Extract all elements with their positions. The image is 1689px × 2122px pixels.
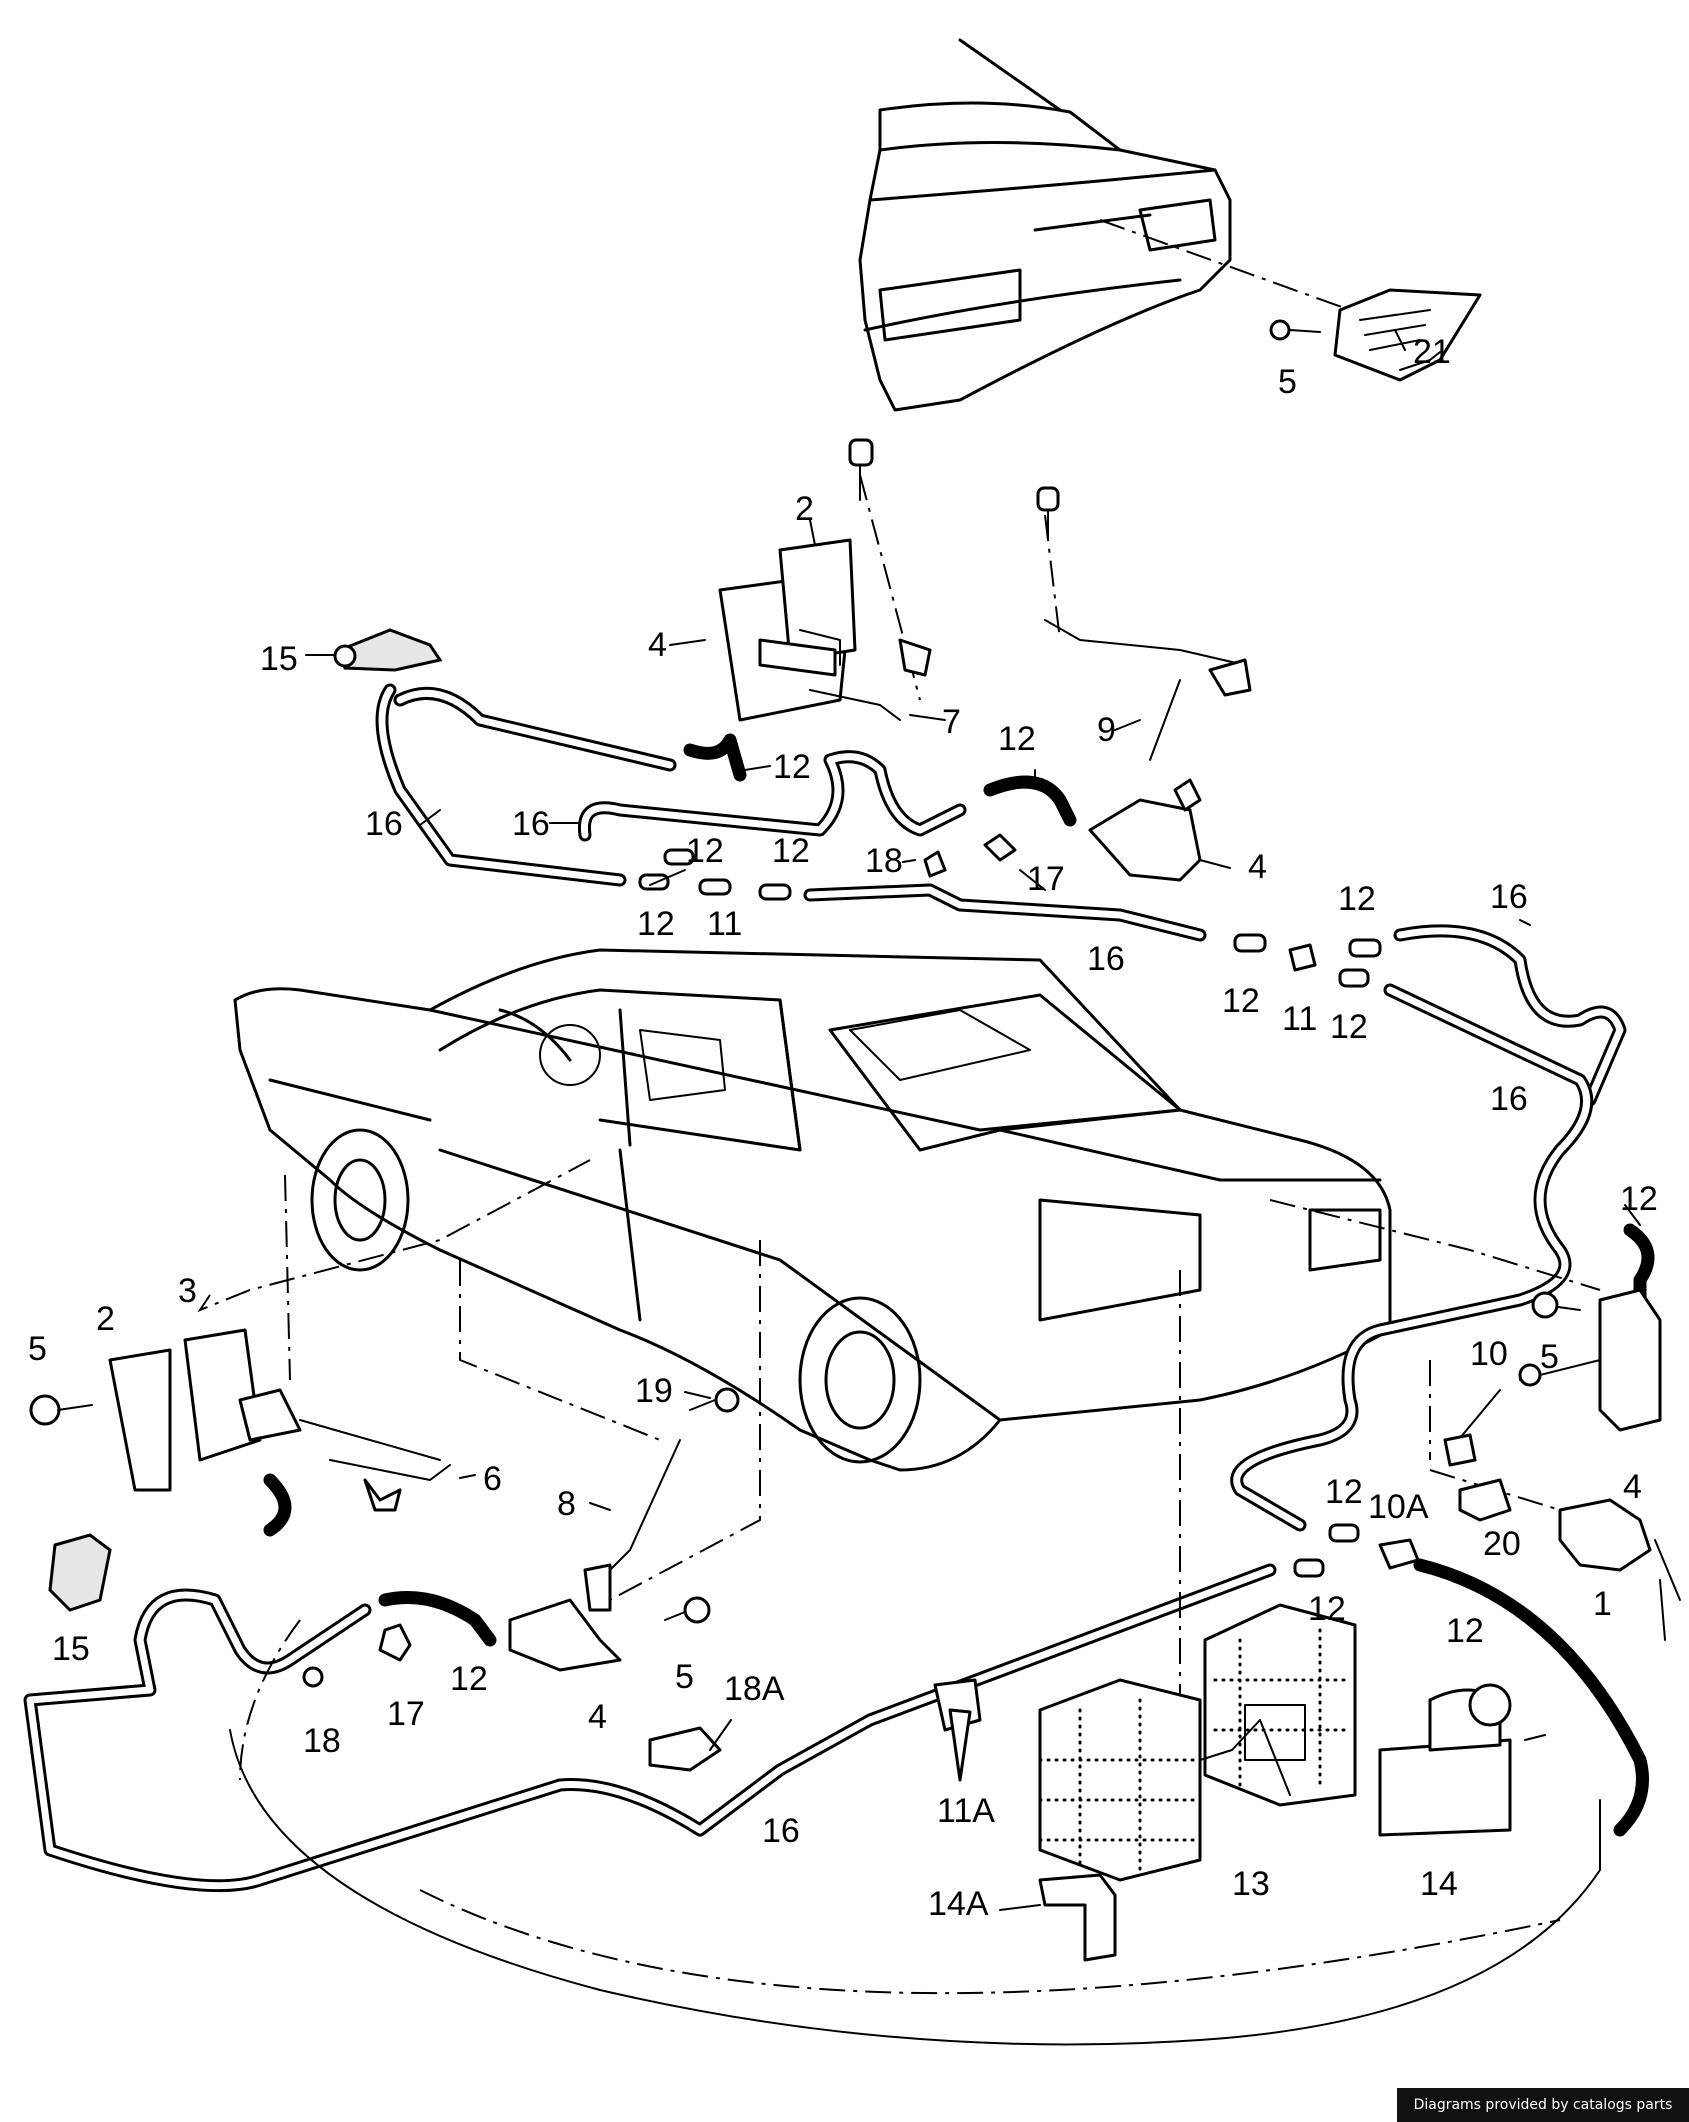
callout-8: 8 [557,1485,576,1523]
callout-12: 12 [450,1660,488,1698]
car-body [233,948,1392,1472]
callout-14a: 14A [928,1885,989,1923]
callout-16: 16 [1087,940,1125,978]
callout-6: 6 [483,1460,502,1498]
callout-15: 15 [260,640,298,678]
callout-5: 5 [675,1658,694,1696]
callout-4: 4 [1623,1468,1642,1506]
callout-3: 3 [178,1272,197,1310]
callout-15: 15 [52,1630,90,1668]
callout-10a: 10A [1368,1488,1429,1526]
callout-12: 12 [637,905,675,943]
callout-19: 19 [635,1372,673,1410]
vacuum-hoses [23,683,1627,1893]
callout-11a: 11A [937,1792,995,1830]
callout-13: 13 [1232,1865,1270,1903]
callout-labels: 21 5 2 4 15 7 9 12 12 16 16 12 12 18 17 … [28,333,1658,1923]
hose-connectors [638,848,1382,1578]
callout-2: 2 [96,1300,115,1338]
callout-16: 16 [512,805,550,843]
callout-12: 12 [1308,1590,1346,1628]
callout-16: 16 [365,805,403,843]
callout-12: 12 [1325,1473,1363,1511]
callout-7: 7 [942,703,961,741]
foam-hose-sections [263,733,1655,1837]
callout-18a: 18A [724,1670,785,1708]
callout-5: 5 [28,1330,47,1368]
rear-view-inset [858,38,1482,412]
callout-16: 16 [762,1812,800,1850]
callout-17: 17 [1027,860,1065,898]
callout-12: 12 [1620,1180,1658,1218]
callout-12: 12 [1330,1008,1368,1046]
diagram-credit: Diagrams provided by catalogs parts [1397,2088,1689,2122]
parts [29,438,1681,1962]
callout-5: 5 [1278,363,1297,401]
callout-12: 12 [772,832,810,870]
callout-11: 11 [707,905,742,943]
callout-12: 12 [1338,880,1376,918]
callout-20: 20 [1483,1525,1521,1563]
callout-18: 18 [865,842,903,880]
callout-4: 4 [1248,848,1267,886]
callout-16: 16 [1490,878,1528,916]
callout-16: 16 [1490,1080,1528,1118]
callout-11: 11 [1282,1000,1317,1038]
callout-21: 21 [1413,333,1451,371]
callout-14: 14 [1420,1865,1458,1903]
callout-10: 10 [1470,1335,1508,1373]
callout-2: 2 [795,490,814,528]
callout-18: 18 [303,1722,341,1760]
leader-lines [305,329,1641,1911]
callout-9: 9 [1097,711,1116,749]
callout-17: 17 [387,1695,425,1733]
callout-4: 4 [588,1698,607,1736]
callout-12: 12 [686,832,724,870]
callout-12: 12 [1222,982,1260,1020]
callout-12: 12 [773,748,811,786]
callout-4: 4 [648,626,667,664]
routing-lines [197,474,1601,2046]
callout-1: 1 [1593,1585,1612,1623]
callout-12: 12 [998,720,1036,758]
callout-12: 12 [1446,1612,1484,1650]
callout-5: 5 [1540,1338,1559,1376]
